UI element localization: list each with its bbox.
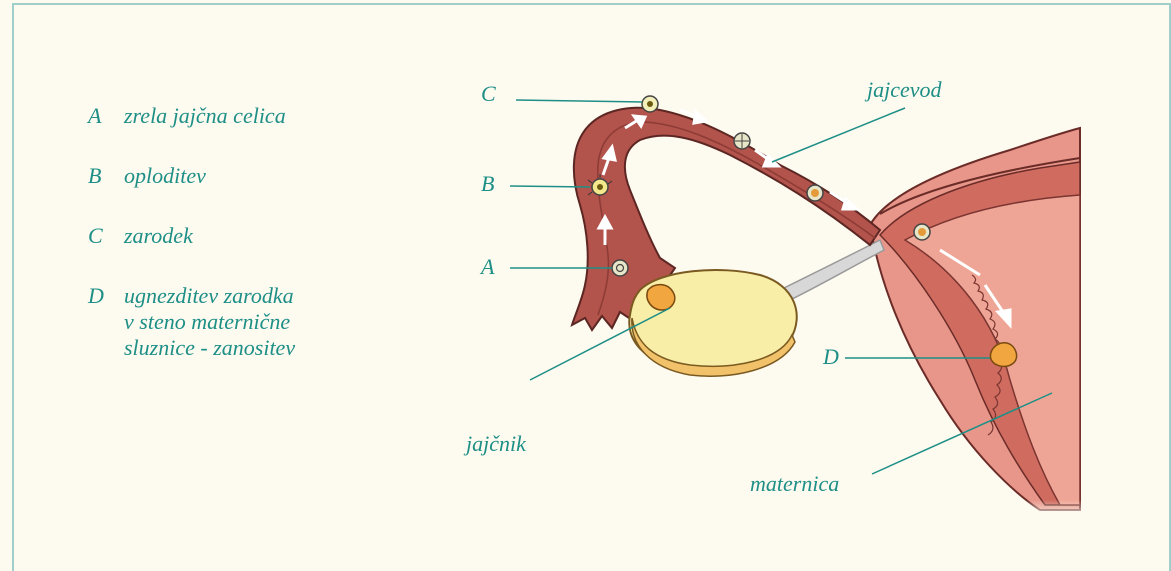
label-jajcnik: jajčnik (466, 432, 526, 456)
bottom-fade (860, 440, 1090, 520)
label-a: A (481, 255, 494, 279)
leader-c (516, 100, 642, 102)
label-maternica: maternica (750, 472, 839, 496)
label-jajcevod: jajcevod (867, 78, 942, 102)
cell-c-icon (642, 96, 658, 112)
leader-jajcevod (772, 108, 905, 162)
ovarian-ligament (780, 240, 884, 300)
label-b: B (481, 172, 494, 196)
morula-icon (807, 185, 823, 201)
leader-b (510, 186, 590, 187)
blastocyst-icon (914, 224, 930, 240)
dividing-cell-icon (734, 133, 750, 149)
released-egg-icon (647, 285, 675, 310)
label-d: D (823, 345, 839, 369)
label-c: C (481, 82, 496, 106)
implanted-embryo-icon (990, 343, 1016, 367)
cell-a-icon (612, 260, 628, 276)
